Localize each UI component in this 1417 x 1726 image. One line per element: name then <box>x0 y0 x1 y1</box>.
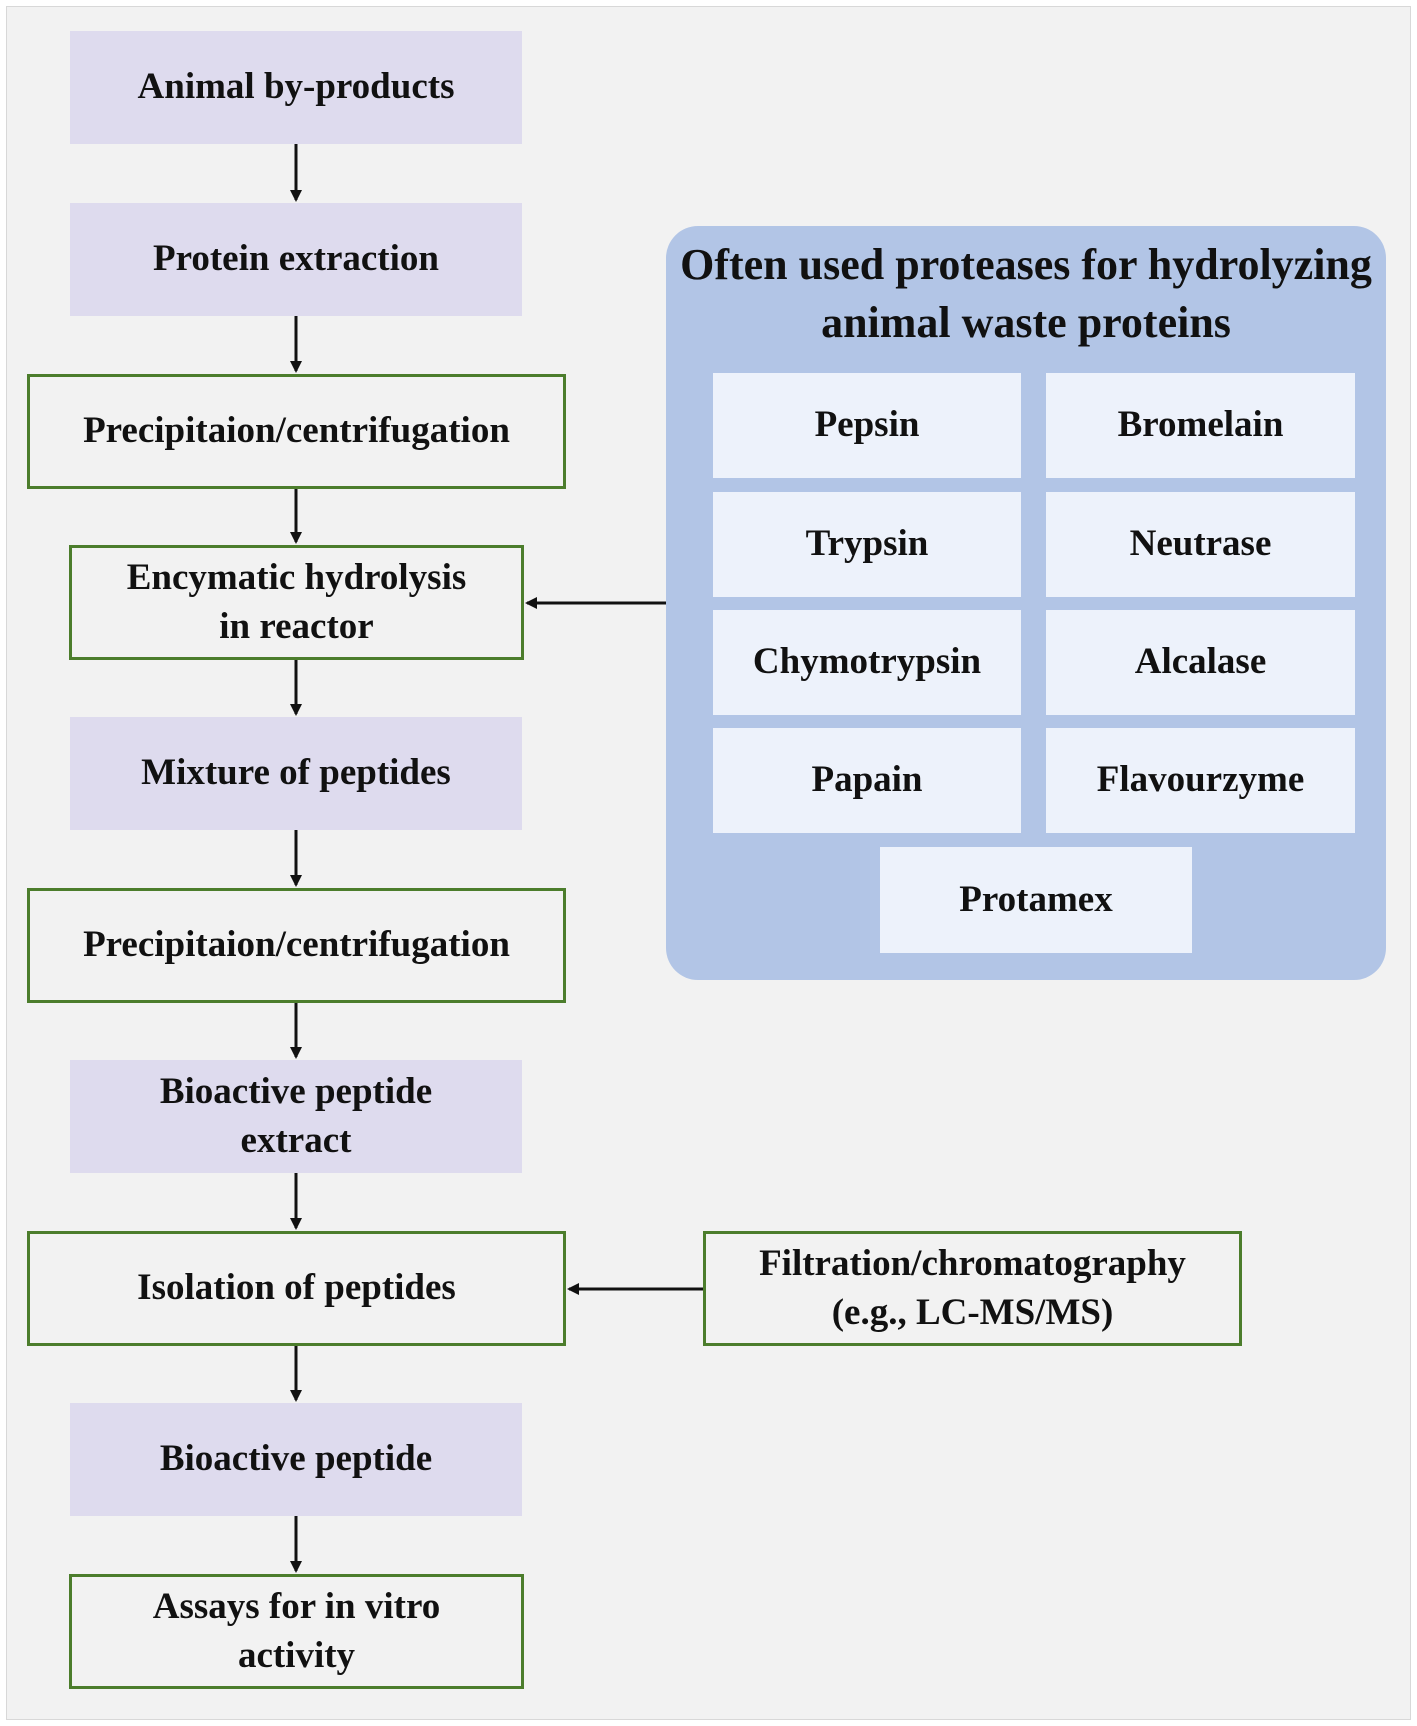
enzyme-chymotrypsin: Chymotrypsin <box>713 610 1021 715</box>
enzyme-pepsin: Pepsin <box>713 373 1021 478</box>
step-enzymatic-hydrolysis: Encymatic hydrolysis in reactor <box>69 545 524 660</box>
step-protein-extraction: Protein extraction <box>70 203 522 316</box>
enzyme-trypsin: Trypsin <box>713 492 1021 597</box>
step-bioactive-extract: Bioactive peptide extract <box>70 1060 522 1173</box>
enzyme-papain: Papain <box>713 728 1021 833</box>
step-precipitation-1: Precipitaion/centrifugation <box>27 374 566 489</box>
step-animal-byproducts: Animal by-products <box>70 31 522 144</box>
step-mixture-of-peptides: Mixture of peptides <box>70 717 522 830</box>
enzyme-bromelain: Bromelain <box>1046 373 1355 478</box>
enzyme-neutrase: Neutrase <box>1046 492 1355 597</box>
proteases-panel-title: Often used proteases for hydrolyzing ani… <box>680 240 1372 347</box>
filtration-box: Filtration/chromatography (e.g., LC-MS/M… <box>703 1231 1242 1346</box>
enzyme-flavourzyme: Flavourzyme <box>1046 728 1355 833</box>
step-precipitation-2: Precipitaion/centrifugation <box>27 888 566 1003</box>
enzyme-protamex: Protamex <box>880 847 1192 953</box>
step-assays: Assays for in vitro activity <box>69 1574 524 1689</box>
enzyme-alcalase: Alcalase <box>1046 610 1355 715</box>
step-isolation: Isolation of peptides <box>27 1231 566 1346</box>
step-bioactive-peptide: Bioactive peptide <box>70 1403 522 1516</box>
